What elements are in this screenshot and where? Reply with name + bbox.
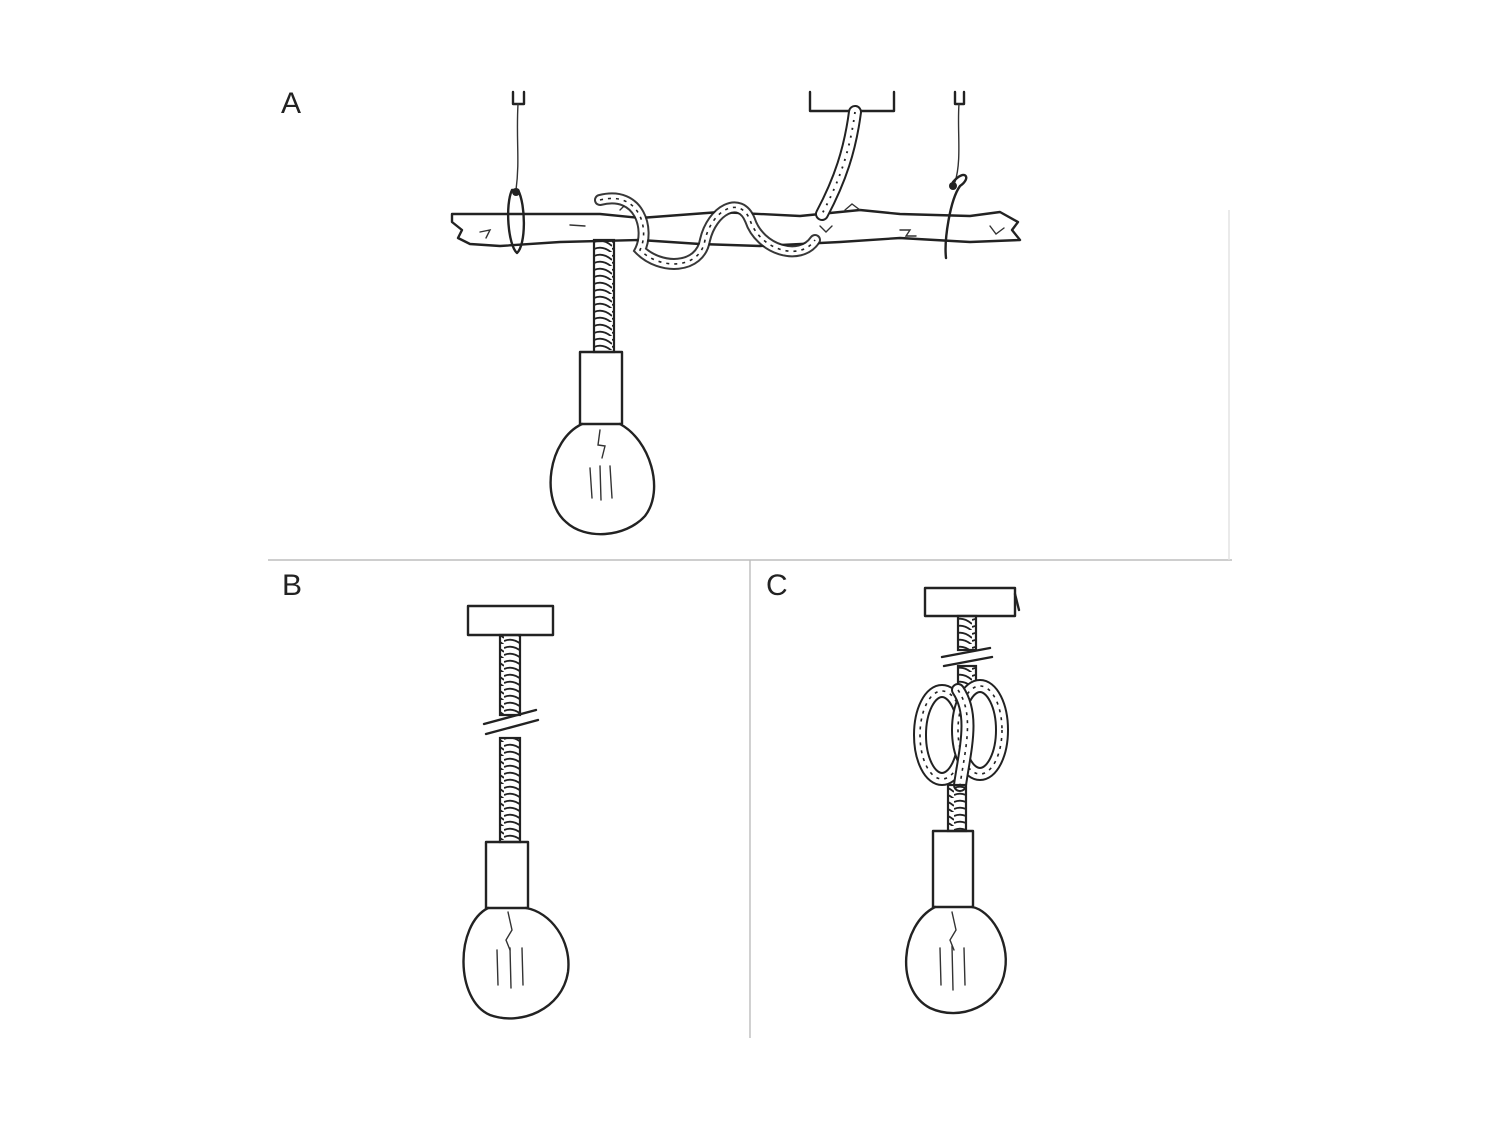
rope-lower-c	[946, 783, 968, 833]
cut-mark-c	[940, 646, 994, 668]
rope-knot	[913, 679, 1009, 792]
ceiling-canopy-c	[923, 586, 1017, 618]
light-bulb-b	[462, 906, 570, 1020]
cut-mark-b	[482, 708, 540, 736]
panel-c-drawing	[905, 586, 1021, 1015]
left-hanging-hook	[506, 90, 526, 255]
bulb-socket-c	[931, 829, 975, 909]
light-bulb-c	[905, 905, 1007, 1015]
panel-label-a: A	[281, 87, 302, 120]
light-bulb-a	[549, 422, 656, 536]
rope-upper-b	[498, 633, 522, 717]
bulb-socket-b	[484, 840, 530, 910]
bulb-socket-a	[578, 350, 624, 426]
rope-to-bulb-a	[592, 238, 616, 354]
right-hanging-hook	[944, 90, 968, 260]
rope-wrap-on-branch	[594, 192, 821, 270]
rope-upper-c	[956, 614, 978, 652]
rope-to-canopy	[815, 105, 862, 221]
panel-label-c: C	[766, 569, 788, 602]
panel-a-drawing	[450, 90, 1022, 536]
panel-dividers	[268, 210, 1232, 1038]
rope-lower-b	[498, 736, 522, 844]
ceiling-canopy-b	[466, 604, 555, 637]
panel-label-b: B	[282, 569, 303, 602]
panel-b-drawing	[462, 604, 570, 1020]
wooden-branch	[450, 203, 1022, 248]
